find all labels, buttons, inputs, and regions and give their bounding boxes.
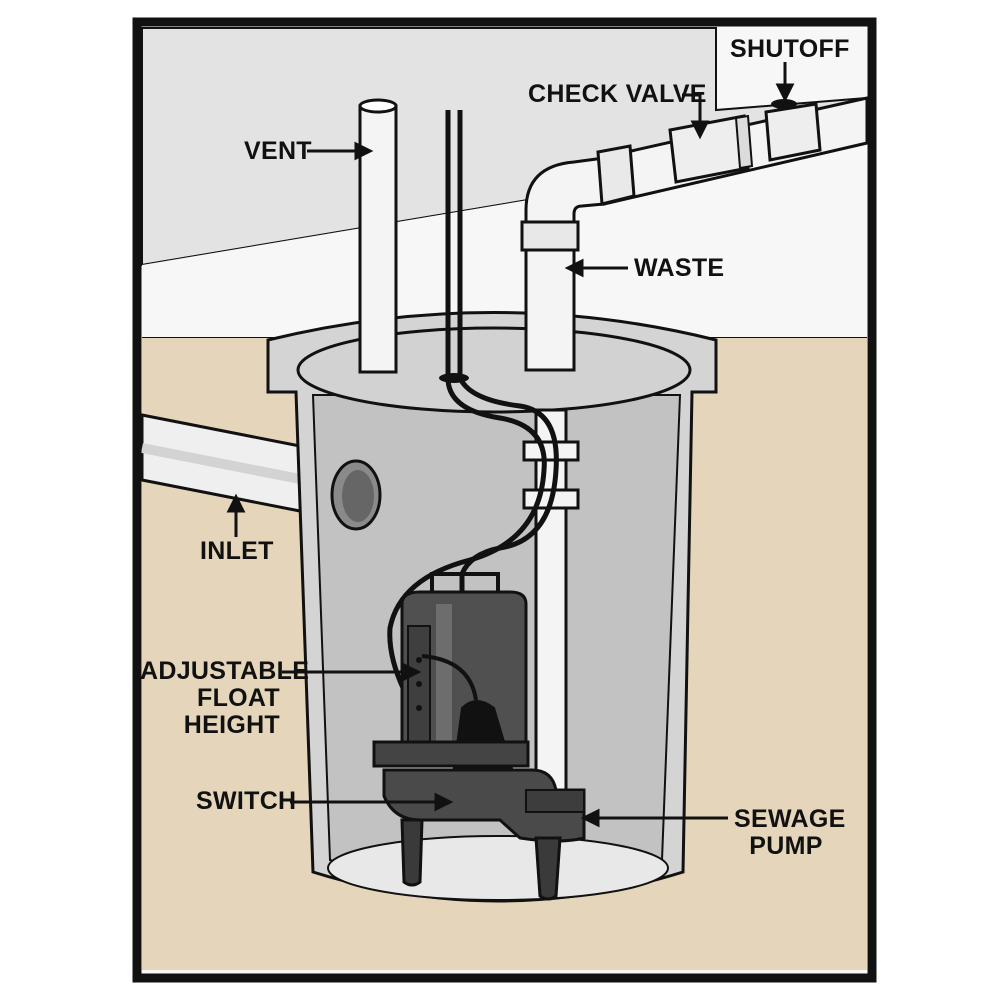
arrow-vent [354,141,374,161]
label-sewage-pump-line-1: SEWAGE [734,805,846,833]
arrow-inlet [226,493,246,513]
float-cord [421,654,478,701]
arrow-switch [434,792,454,812]
float-arm-hole-2 [416,681,422,687]
basement-floor [142,143,867,338]
leader-check-valve [682,93,702,130]
frame-border [132,17,877,983]
pump-flange [372,740,530,768]
arrow-float [402,662,422,682]
leader-lines [226,62,795,828]
label-sewage-pump-line-2: PUMP [749,832,823,860]
label-inlet: INLET [200,537,274,565]
check-valve-body [668,114,750,184]
label-adjustable-float-height: ADJUSTABLE FLOAT HEIGHT [140,657,310,739]
label-shutoff: SHUTOFF [730,35,850,63]
label-float-line-2: FLOAT [197,684,280,712]
check-valve-band [734,114,754,170]
vent-pipe [358,104,398,374]
pump-leg-right [534,836,562,901]
label-float-line-3: HEIGHT [183,711,280,739]
float-arm [407,625,431,761]
float-arm-hole-1 [416,657,422,663]
power-cord-two [457,376,559,594]
union-fitting [596,144,636,206]
label-switch: SWITCH [196,787,297,815]
label-vent: VENT [244,137,312,165]
arrow-waste [564,258,584,278]
shutoff-handle [771,99,797,109]
arrow-shutoff [775,83,795,103]
label-check-valve: CHECK VALVE [528,80,707,108]
vent-pipe-top [358,98,398,114]
discharge-pipe [534,408,568,792]
inlet-opening-inner [342,470,374,522]
pump-leg-left [400,818,424,887]
arrow-sewage-pump [580,808,600,828]
inlet-pipe-highlight [141,443,306,485]
shutoff-valve-body [764,102,822,162]
pump-handle [430,572,500,594]
waste-pipe-coupling [520,220,580,252]
label-sewage-pump: SEWAGE PUMP [734,805,846,860]
basin-bottom [327,835,669,901]
label-float-line-1: ADJUSTABLE [140,657,310,685]
pipe-strap-upper [522,440,580,462]
float-arm-hole-3 [416,705,422,711]
arrow-check-valve [690,120,710,140]
pump-discharge-flange [525,789,585,813]
power-cord-one [387,377,547,692]
label-waste: WASTE [634,254,725,282]
